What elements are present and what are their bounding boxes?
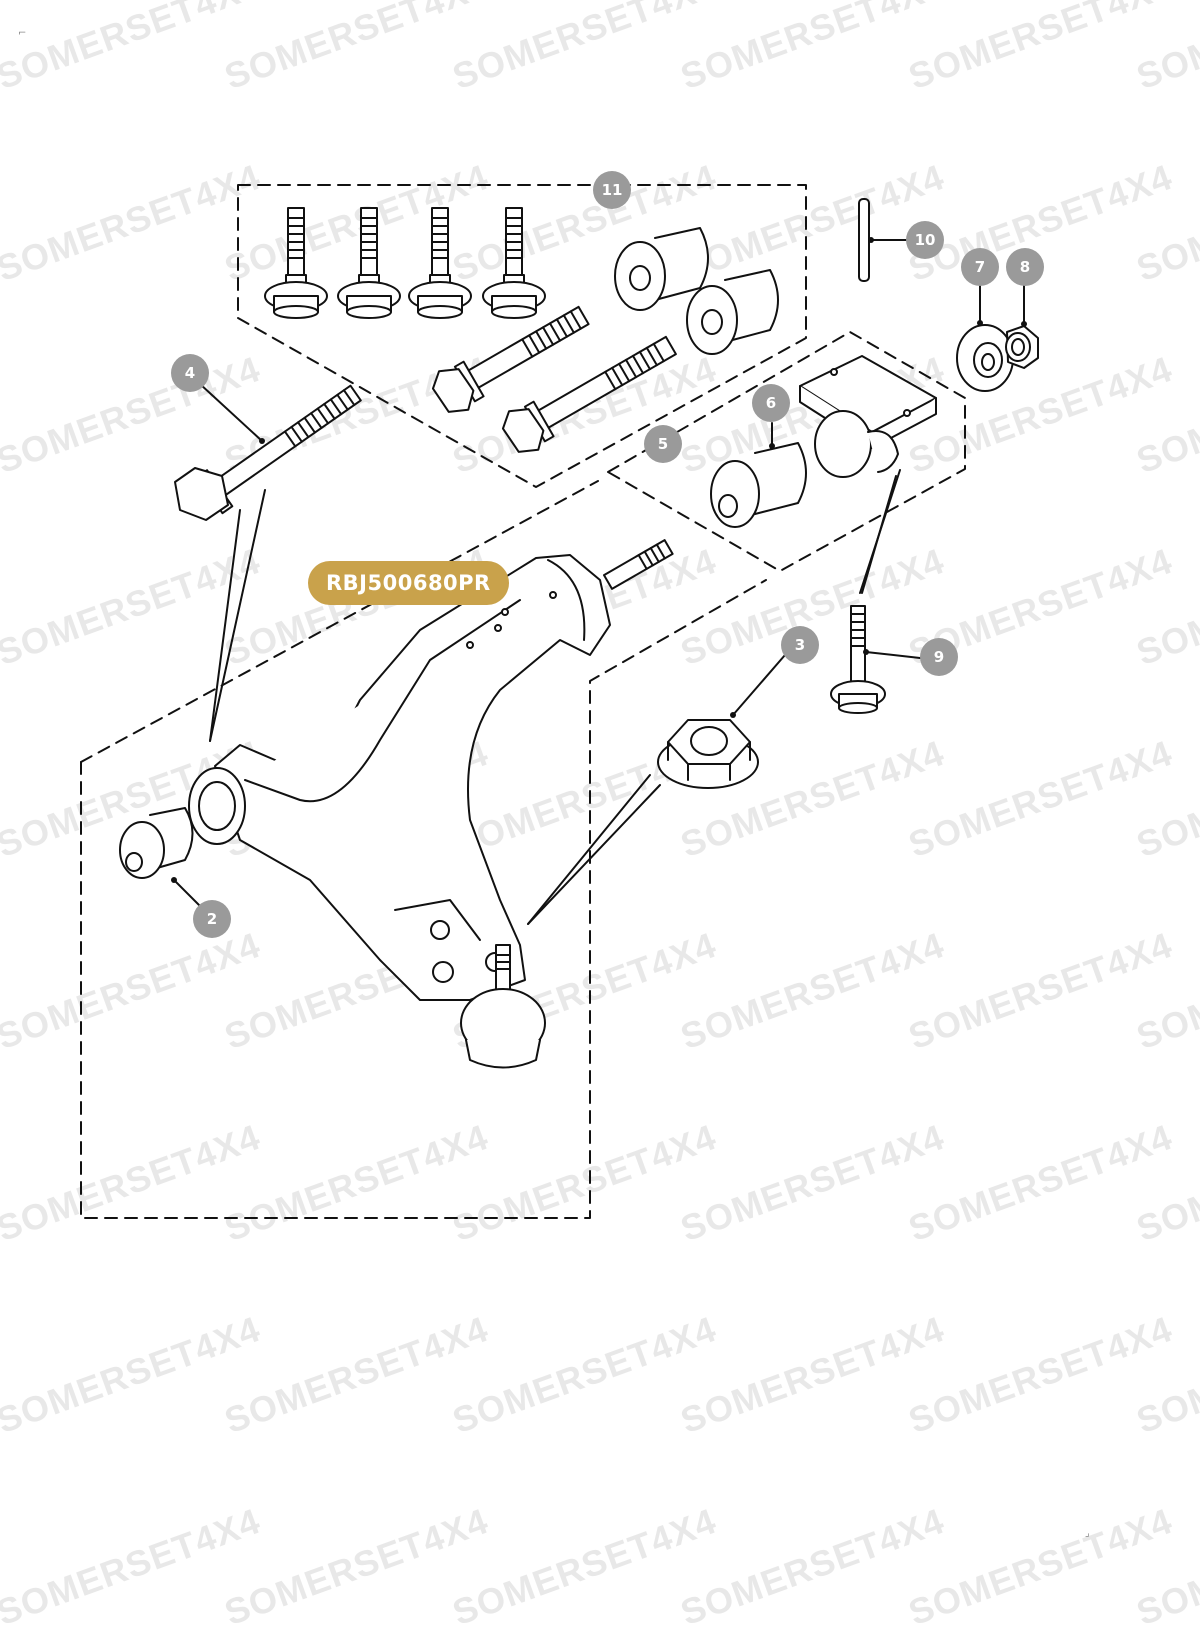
bush-6 bbox=[710, 442, 807, 528]
nut-8 bbox=[1005, 325, 1039, 369]
leader-lines bbox=[173, 239, 1025, 925]
callout-7[interactable]: 7 bbox=[961, 248, 999, 286]
bracket-5 bbox=[799, 355, 937, 478]
bolt-set-11 bbox=[264, 207, 779, 453]
part-number-badge[interactable]: RBJ500680PR bbox=[308, 561, 509, 605]
bolt-4 bbox=[174, 384, 362, 521]
callout-9[interactable]: 9 bbox=[920, 638, 958, 676]
washer-7 bbox=[956, 324, 1014, 392]
callout-3[interactable]: 3 bbox=[781, 626, 819, 664]
nut-3 bbox=[657, 719, 759, 789]
kit-boundary-5 bbox=[607, 331, 966, 572]
crop-mark-top-left: ⌐ bbox=[18, 28, 27, 39]
crop-mark-bottom-right: ⌟ bbox=[1085, 1528, 1090, 1539]
pin-10 bbox=[858, 198, 870, 282]
callout-2[interactable]: 2 bbox=[193, 900, 231, 938]
diagram-drawing bbox=[80, 184, 1039, 1219]
callout-8[interactable]: 8 bbox=[1006, 248, 1044, 286]
kit-boundary-arm bbox=[80, 480, 767, 1219]
bush-2 bbox=[119, 807, 194, 879]
callout-5[interactable]: 5 bbox=[644, 425, 682, 463]
callout-4[interactable]: 4 bbox=[171, 354, 209, 392]
lower-control-arm bbox=[188, 539, 674, 1069]
callout-11[interactable]: 11 bbox=[593, 171, 631, 209]
bolt-9 bbox=[830, 605, 886, 714]
callout-10[interactable]: 10 bbox=[906, 221, 944, 259]
callout-6[interactable]: 6 bbox=[752, 384, 790, 422]
